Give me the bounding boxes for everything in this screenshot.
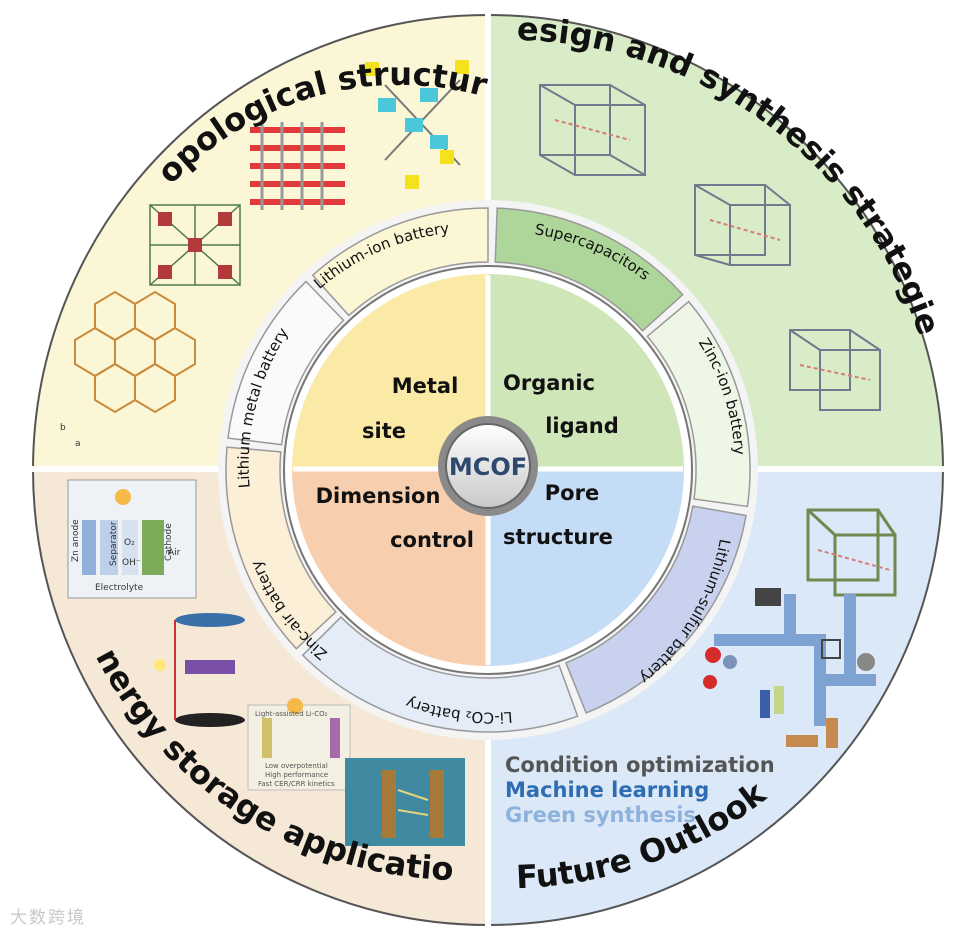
test-tube-icon [760,690,770,718]
cubic-framework-icon-1 [539,84,646,176]
low-overpotential-label: Low overpotential [265,762,328,770]
ring-segment-lithium-metal [227,280,345,446]
axis-a-label: a [75,439,81,449]
oh-label: OH⁻ [122,558,141,568]
organic-ligand-line1: Organic [503,371,595,395]
axis-b-label: b [60,423,66,433]
core-quadrant-pore-structure [488,470,684,666]
ring-segment-lithium-sulfur [564,505,747,714]
metal-site-line2: site [362,419,406,443]
watermark: 大数跨境 [10,908,86,928]
cathode-label: Cathode [164,523,174,561]
pore-structure-line1: Pore [545,481,599,505]
cubic-framework-icon-2 [694,184,791,266]
metal-site-line1: Metal [392,374,459,398]
topological-illustrations: b a [60,60,469,449]
test-tube-icon [774,686,784,714]
pore-structure-line2: structure [503,525,613,549]
core-quadrant-organic-ligand [488,274,684,470]
ring-segment-zinc-air [225,446,337,650]
organic-ligand-line2: ligand [545,414,619,438]
cyan-yellow-framework-icon [365,60,469,189]
cubic-framework-icon-4 [806,508,897,597]
ring-segment-lithium-ion [311,207,489,317]
computer-icon [755,588,781,606]
underwater-battery-inset [345,758,465,846]
light-bulb-icon [115,489,131,505]
ai-head-icon [857,653,875,671]
center-label: MCOF [449,453,527,481]
center-badge: MCOF [438,416,538,516]
outlook-line-machine-learning: Machine learning [505,778,709,802]
core-quadrant-dimension-control [292,470,488,666]
ring-segment-supercapacitors [494,207,684,332]
inset-title-label: Light-assisted Li-CO₂ [255,710,328,718]
o2-label: O₂ [124,538,135,548]
zn-anode-label: Zn anode [71,519,81,562]
electrolyte-label: Electrolyte [95,583,144,593]
air-label: Air [168,548,181,558]
molecule-atom-icon [723,655,737,669]
hexagonal-framework-icon [74,290,196,414]
molecule-atom-icon [703,675,717,689]
cubic-framework-icon-3 [789,329,881,411]
molecule-icon [705,647,721,663]
core-quadrant-metal-site [292,274,488,470]
outlook-line-condition-optimization: Condition optimization [505,753,775,777]
ring-segment-zinc-ion [646,300,751,508]
wood-log-icon [826,718,838,748]
ring-segment-li-co2 [301,616,579,733]
cpu-chip-icon [821,639,841,659]
energy-illustrations: Zn anode Separator O₂ OH⁻ Cathode Air El… [67,479,465,846]
dimension-control-line1: Dimension [316,484,441,508]
red-grid-structure-icon [250,122,345,210]
outlook-lines: Condition optimization Machine learning … [505,753,775,827]
dimension-control-line2: control [390,528,474,552]
photoelectrode-illustration [154,613,245,727]
light-assisted-li-co2-inset: Light-assisted Li-CO₂ Low overpotential … [247,698,351,791]
design-illustrations [539,84,881,411]
fast-kinetics-label: Fast CER/CRR kinetics [258,780,335,788]
high-performance-label: High performance [265,771,328,779]
wood-log-icon [786,735,818,747]
outlook-line-green-synthesis: Green synthesis [505,803,696,827]
outlook-illustrations [703,508,897,748]
circuit-network-icon [714,594,876,726]
square-net-framework-icon [149,204,241,286]
separator-label: Separator [109,521,119,566]
core-labels: Metal site Organic ligand Dimension cont… [316,371,619,552]
zinc-air-inset: Zn anode Separator O₂ OH⁻ Cathode Air El… [67,479,197,599]
